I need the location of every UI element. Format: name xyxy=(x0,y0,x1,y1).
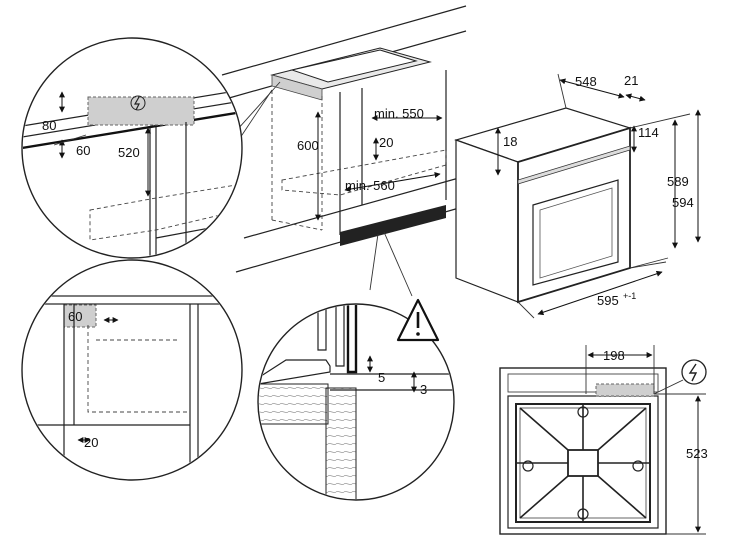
warning-icon xyxy=(396,298,440,342)
dim-top-offset: 18 xyxy=(503,134,517,149)
main-cabinet: 600 min. 550 20 min. 560 xyxy=(221,5,467,273)
dim-cabinet-height: 600 xyxy=(297,138,319,153)
dim-front-height-small: 114 xyxy=(638,125,659,140)
power-bolt-icon-right xyxy=(688,363,698,382)
dim-detail-20: 20 xyxy=(84,435,98,450)
dim-detail-3: 3 xyxy=(420,382,427,397)
dim-oven-height: 589 xyxy=(667,174,689,189)
dim-min-width: min. 560 xyxy=(345,178,395,193)
dim-gap-top: 20 xyxy=(379,135,393,150)
dim-socket-523: 523 xyxy=(686,446,708,461)
detail-circle-side-clearance: 60 20 xyxy=(21,259,243,481)
dim-detail-520: 520 xyxy=(118,145,140,160)
dim-detail-80: 80 xyxy=(42,118,56,133)
dim-detail-5: 5 xyxy=(378,370,385,385)
dim-total-height: 594 xyxy=(672,195,694,210)
dim-oven-width: 595 xyxy=(597,293,619,308)
dim-min-depth: min. 550 xyxy=(374,106,424,121)
power-icon xyxy=(130,95,146,111)
dim-detail-60-side: 60 xyxy=(68,309,82,324)
dim-socket-198: 198 xyxy=(603,348,625,363)
oven-unit: 548 21 18 114 589 594 595 +-1 xyxy=(454,73,701,319)
dim-front-thickness: 21 xyxy=(624,73,638,88)
oven-rack xyxy=(515,403,651,523)
dim-oven-width-tolerance: +-1 xyxy=(623,291,636,301)
dim-oven-depth: 548 xyxy=(575,74,597,89)
power-bolt-icon xyxy=(133,96,140,111)
oven-front-view: 198 523 xyxy=(499,345,708,535)
dim-detail-60-top: 60 xyxy=(76,143,90,158)
detail-circle-socket-position: 80 60 520 xyxy=(21,37,281,259)
detail-circle-ventilation-gap: 5 3 xyxy=(257,231,455,501)
power-socket-icon xyxy=(681,359,707,385)
